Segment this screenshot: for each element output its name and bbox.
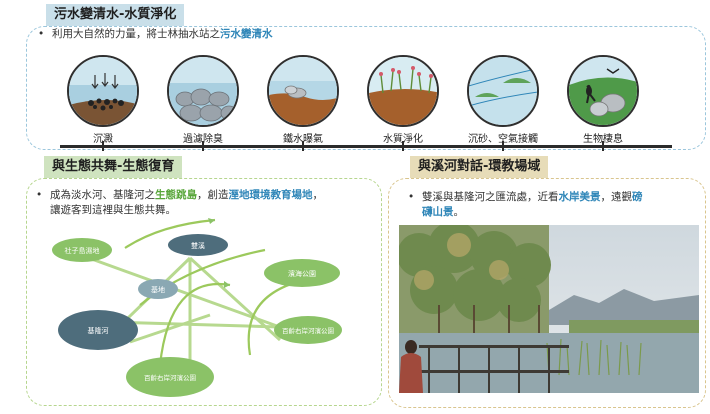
node-jidi	[138, 279, 178, 299]
process-timeline	[60, 145, 672, 148]
timeline-tick	[402, 141, 404, 151]
habitat-illustration	[567, 55, 639, 127]
node-label-jidi: 基地	[151, 285, 165, 294]
aeration-illustration	[267, 55, 339, 127]
timeline-tick	[202, 141, 204, 151]
section-title-water-purification: 污水變清水-水質淨化	[46, 4, 185, 26]
water-purification-panel	[26, 26, 706, 150]
node-shuangxi	[168, 234, 228, 256]
timeline-tick	[302, 141, 304, 151]
sand-settling-illustration	[467, 55, 539, 127]
environmental-education-panel	[388, 178, 706, 408]
node-guandu	[126, 357, 214, 397]
ecology-bullet: •成為淡水河、基隆河之生態跳島，創造溼地環境教育場地， 讓遊客到這裡與生態共舞。	[36, 189, 323, 216]
timeline-tick	[602, 141, 604, 151]
node-shezi	[52, 238, 112, 262]
wetland-photo	[399, 225, 699, 393]
step-label-aeration: 鐵水曝氣	[283, 134, 323, 145]
node-label-guandu: 百齡右岸河濱公園	[144, 373, 196, 382]
ecology-panel	[26, 178, 382, 406]
step-label-sedimentation: 沉澱	[93, 134, 113, 145]
node-label-jilong: 基隆河	[88, 326, 109, 335]
node-label-shuangxi: 雙溪	[191, 241, 205, 250]
purification-illustration	[367, 55, 439, 127]
ecological-network-diagram: 社子島濕地 雙溪 濱海公園 基地 基隆河 百齡右岸河濱公園 百齡右岸河濱公園	[52, 218, 342, 397]
filtration-illustration	[167, 55, 239, 127]
step-label-purification: 水質淨化	[383, 134, 423, 145]
step-label-habitat: 生物棲息	[583, 134, 623, 145]
timeline-tick	[102, 141, 104, 151]
node-jilong	[58, 310, 138, 350]
step-label-filtration: 過濾除臭	[183, 134, 223, 145]
node-bailing	[274, 316, 342, 344]
node-label-binhai: 濱海公園	[288, 269, 316, 278]
section-title-environmental-education: 與溪河對話-環教場域	[410, 156, 549, 178]
node-label-shezi: 社子島濕地	[65, 246, 100, 255]
water-purification-bullet: •利用大自然的力量，將士林抽水站之污水變清水	[38, 28, 273, 40]
step-label-sand-settling: 沉砂、空氣接觸	[468, 134, 538, 145]
node-binhai	[264, 259, 340, 287]
timeline-tick	[502, 141, 504, 151]
node-label-bailing: 百齡右岸河濱公園	[282, 326, 334, 335]
sedimentation-illustration	[67, 55, 139, 127]
section-title-ecology: 與生態共舞-生態復育	[44, 156, 183, 178]
environmental-education-bullet: •雙溪與基隆河之匯流處，近看水岸美景，遠觀磅 礴山景。	[408, 191, 643, 218]
